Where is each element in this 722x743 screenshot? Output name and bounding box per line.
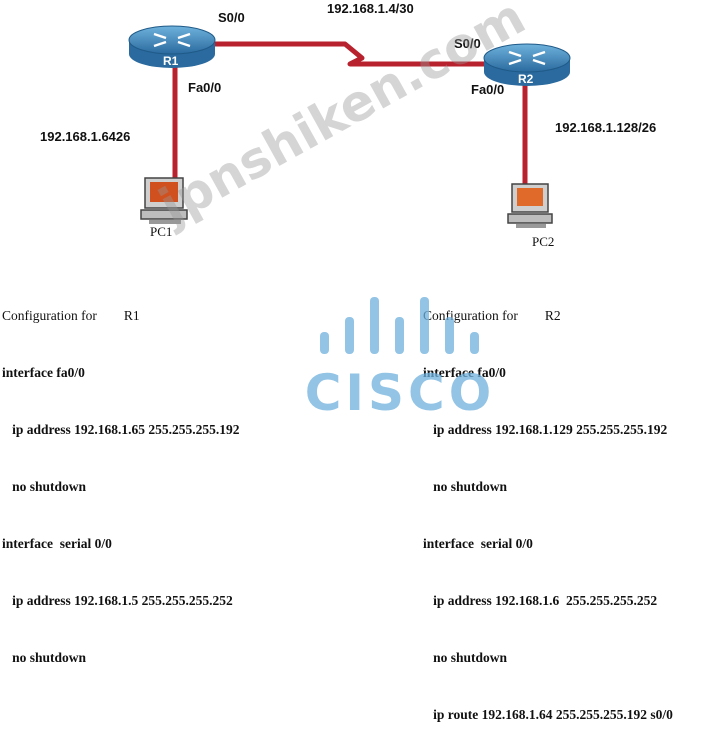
pc2-label: PC2	[532, 234, 554, 249]
r2-configuration: Configuration for R2 interface fa0/0 ip …	[423, 268, 673, 743]
router-arrows-icon	[508, 50, 546, 66]
config-line: no shutdown	[423, 650, 508, 665]
config-line: ip address 192.168.1.6 255.255.255.252	[423, 593, 658, 608]
r1-fast-interface-label: Fa0/0	[188, 80, 221, 95]
config-line: interface serial 0/0	[423, 536, 533, 551]
config-line: ip route 192.168.1.64 255.255.255.192 s0…	[423, 707, 673, 722]
config-line: interface fa0/0	[2, 365, 85, 380]
r2-serial-interface-label: S0/0	[454, 36, 481, 51]
router-r1-name: R1	[163, 54, 179, 68]
config-line: ip address 192.168.1.129 255.255.255.192	[423, 422, 668, 437]
router-r2-name: R2	[518, 72, 534, 86]
config-line: no shutdown	[2, 650, 87, 665]
network-topology-diagram: R1 R2 192.168.1.4/30 S0/0 Fa0/0 S0/0 Fa0…	[40, 1, 656, 249]
wan-network-label: 192.168.1.4/30	[327, 1, 414, 16]
config-line: ip address 192.168.1.5 255.255.255.252	[2, 593, 233, 608]
config-line: no shutdown	[2, 479, 87, 494]
config-line: interface serial 0/0	[2, 536, 112, 551]
config-line: no shutdown	[423, 479, 508, 494]
pc1-label: PC1	[150, 224, 172, 239]
pc1-computer-icon	[140, 177, 188, 224]
config-line: Configuration for R1	[2, 308, 140, 323]
lan-right-network-label: 192.168.1.128/26	[555, 120, 656, 135]
router-arrows-icon	[153, 32, 191, 48]
router-r2: R2	[483, 43, 571, 86]
pc2-computer-icon	[507, 183, 553, 228]
config-line: interface fa0/0	[423, 365, 506, 380]
lan-left-network-label: 192.168.1.6426	[40, 129, 130, 144]
config-line: ip address 192.168.1.65 255.255.255.192	[2, 422, 240, 437]
router-r1: R1	[128, 25, 216, 68]
config-line: Configuration for R2	[423, 308, 561, 323]
serial-link	[195, 41, 495, 67]
r2-fast-interface-label: Fa0/0	[471, 82, 504, 97]
r1-configuration: Configuration for R1 interface fa0/0 ip …	[2, 268, 240, 686]
r1-serial-interface-label: S0/0	[218, 10, 245, 25]
